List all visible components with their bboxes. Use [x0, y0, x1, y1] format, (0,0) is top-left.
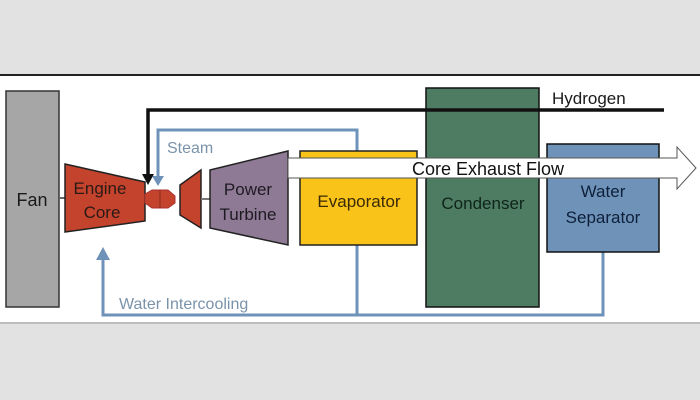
steam-arrowhead [152, 176, 164, 186]
power-turbine-label-line2: Turbine [219, 205, 276, 224]
hydrogen-label: Hydrogen [552, 89, 626, 108]
fan-label: Fan [16, 190, 47, 210]
core-exhaust-label: Core Exhaust Flow [412, 159, 565, 179]
power-turbine-block [209, 150, 289, 246]
water-intercooling-label: Water Intercooling [119, 296, 248, 313]
evaporator-label: Evaporator [317, 192, 400, 211]
water-separator-label-line2: Separator [566, 208, 641, 227]
engine-core-label-line1: Engine [74, 179, 127, 198]
engine-core-block [64, 163, 146, 233]
engine-core-label-line2: Core [84, 203, 121, 222]
water-separator-label-line1: Water [581, 182, 626, 201]
steam-label: Steam [167, 140, 213, 157]
water-intercooling-line [101, 250, 605, 317]
fan-block [5, 90, 60, 308]
condenser-label: Condenser [441, 194, 525, 213]
water-intercooling-arrowhead [96, 247, 110, 260]
power-turbine-label-line1: Power [224, 180, 273, 199]
diagram-canvas: Fan Engine Core Power Turbine Evaporator… [5, 87, 697, 317]
hydrogen-arrowhead [142, 174, 154, 185]
diagram-figure: Fan Engine Core Power Turbine Evaporator… [0, 74, 700, 324]
steam-line [156, 128, 359, 177]
core-turbine-block [179, 168, 202, 230]
condenser-block [425, 87, 540, 308]
core-exhaust-arrow [287, 145, 697, 191]
